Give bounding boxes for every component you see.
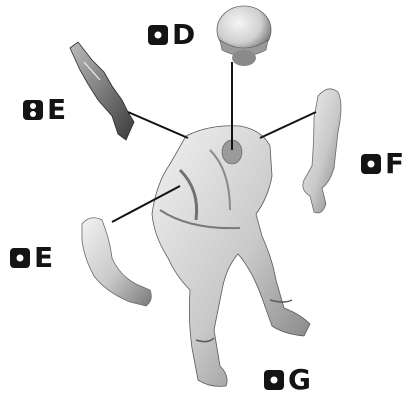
callout-g-letter: G	[288, 366, 311, 394]
callout-e-lower: E	[10, 244, 53, 272]
rifle-part	[70, 42, 134, 140]
callout-e-upper-letter: E	[47, 96, 66, 124]
leader-line-e-upper	[128, 112, 188, 138]
left-arm-part	[82, 218, 151, 306]
badge-icon	[361, 154, 381, 174]
callout-e-lower-letter: E	[34, 244, 53, 272]
badge-icon	[10, 248, 30, 268]
badge-icon	[148, 25, 168, 45]
callout-g: G	[264, 366, 311, 394]
double-dot-badge-icon	[23, 100, 43, 120]
helmet-part	[217, 6, 271, 66]
right-arm-part	[303, 89, 341, 213]
leader-line-f	[260, 112, 316, 138]
callout-e-upper: E	[23, 96, 66, 124]
callout-f-letter: F	[385, 150, 404, 178]
badge-icon	[264, 370, 284, 390]
torso-and-legs-part	[152, 126, 310, 387]
callout-f: F	[361, 150, 404, 178]
callout-d-letter: D	[172, 21, 195, 49]
callout-d: D	[148, 21, 195, 49]
